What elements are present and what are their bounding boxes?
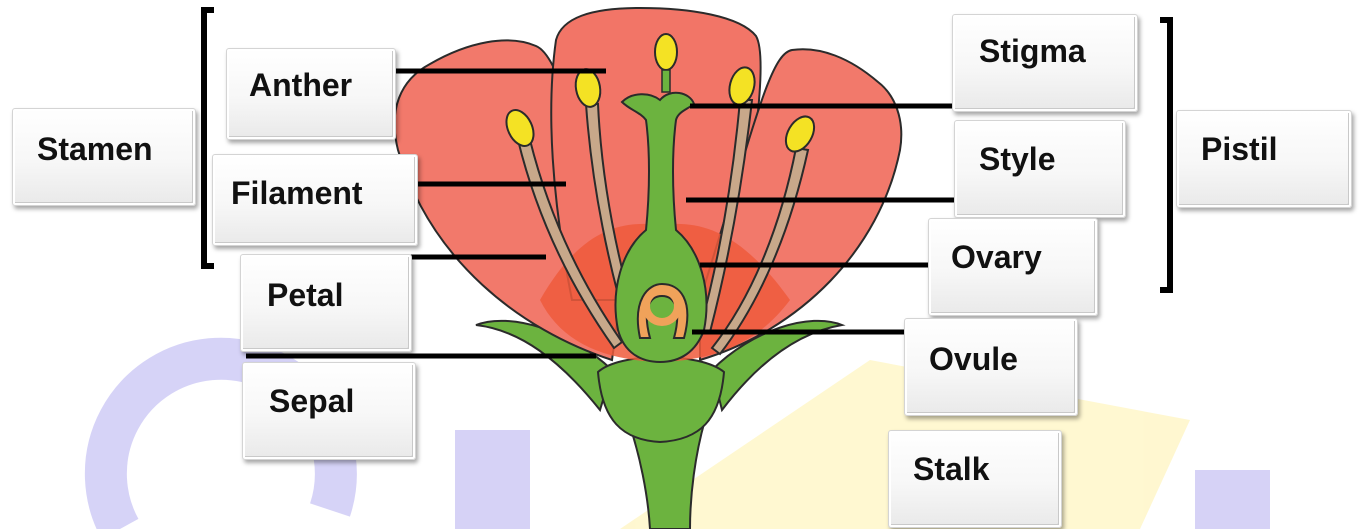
- receptacle: [598, 357, 724, 442]
- ovary-label: Ovary: [928, 218, 1098, 316]
- sepal-label: Sepal: [242, 362, 416, 460]
- petal-label: Petal: [240, 254, 412, 352]
- ovule-label: Ovule: [904, 318, 1078, 416]
- style-label: Style: [954, 120, 1126, 218]
- anther-3: [655, 34, 677, 70]
- stalk-label: Stalk: [888, 430, 1062, 528]
- stamen-label: Stamen: [12, 108, 196, 206]
- anther-label: Anther: [226, 48, 396, 140]
- anther-3-filament: [662, 70, 670, 92]
- pistil-bracket: [1160, 20, 1170, 290]
- pistil-label: Pistil: [1176, 110, 1352, 208]
- filament-label: Filament: [212, 154, 418, 246]
- stigma-label: Stigma: [952, 14, 1138, 112]
